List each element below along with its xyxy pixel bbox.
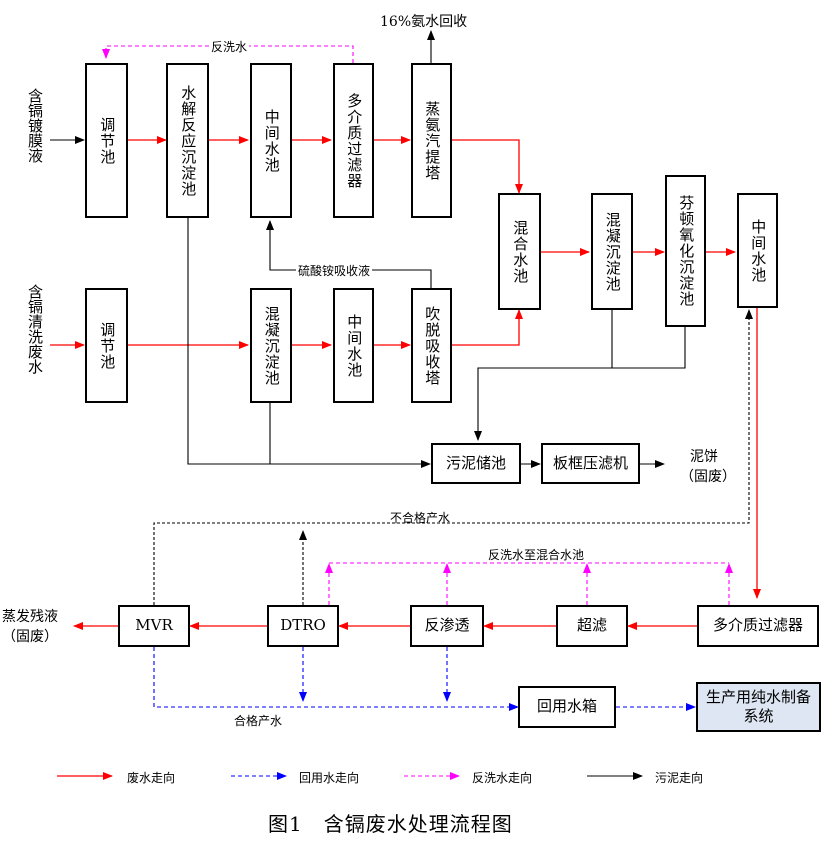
box-reuse-tank: 回用水箱	[518, 686, 616, 728]
legend-wastewater: 废水走向	[127, 771, 176, 785]
residue-label-line2: （固废）	[2, 629, 58, 645]
wastewater-lines	[50, 136, 761, 630]
box-dtro: DTRO	[267, 605, 339, 647]
line-zhengan-to-hunhe	[452, 139, 523, 194]
box-multimedia-filter-2: 多介质过滤器	[697, 605, 819, 647]
box-zhongjian-2: 中间水池	[333, 288, 374, 403]
box-tiaojie-1: 调节池	[85, 63, 128, 218]
legend-backwash: 反洗水走向	[472, 771, 533, 785]
line-sludge-hunning2	[474, 310, 613, 441]
reuse-lines	[153, 647, 696, 711]
box-fenton: 芬顿氧化沉淀池	[665, 175, 706, 327]
line-sludge-shuijie	[187, 218, 431, 468]
cake-label-line2: （固废）	[680, 469, 736, 485]
backwash-mix-label: 反洗水至混合水池	[488, 548, 585, 562]
box-zhongjian-1: 中间水池	[250, 63, 292, 218]
unqualified-label: 不合格产水	[390, 511, 451, 525]
box-hunning-1: 混凝沉淀池	[250, 288, 292, 403]
line-mvr-to-reuse-tank	[153, 647, 519, 711]
line-sludge-fenton	[612, 327, 686, 369]
box-multimedia-filter-1: 多介质过滤器	[333, 63, 374, 218]
line-chuitou-to-hunhe	[452, 309, 523, 346]
input-label-rinse: 含镉清洗废水	[26, 284, 44, 374]
box-shuijie: 水解反应沉淀池	[166, 63, 209, 218]
sulfate-label: 硫酸铵吸收液	[296, 262, 373, 279]
residue-label-line1: 蒸发残液	[2, 609, 58, 625]
backwash-top-label: 反洗水	[209, 38, 250, 55]
box-zhengan: 蒸氨汽提塔	[411, 63, 452, 218]
box-hunhe: 混合水池	[498, 193, 541, 310]
box-pure-water-system: 生产用纯水制备系统	[696, 682, 821, 732]
line-unqualified-return	[153, 309, 753, 605]
box-tiaojie-2: 调节池	[85, 288, 128, 403]
box-mvr: MVR	[118, 605, 190, 647]
box-sludge-pool: 污泥储池	[431, 443, 521, 484]
box-hunning-2: 混凝沉淀池	[591, 193, 633, 310]
qualified-label: 合格产水	[234, 714, 283, 728]
box-chuitou: 吹脱吸收塔	[411, 288, 452, 403]
box-ultrafiltration: 超滤	[556, 605, 628, 647]
legend-reuse: 回用水走向	[299, 771, 360, 785]
box-zhongjian-3: 中间水池	[737, 193, 778, 308]
box-reverse-osmosis: 反渗透	[410, 605, 484, 647]
ammonia-recovery-label: 16%氨水回收	[380, 14, 468, 30]
cake-label-line1: 泥饼	[690, 449, 718, 465]
input-label-plating: 含镉镀膜液	[26, 88, 44, 163]
figure-caption: 图1 含镉废水处理流程图	[268, 812, 513, 836]
legend-sludge: 污泥走向	[655, 771, 704, 785]
box-filter-press: 板框压滤机	[541, 443, 640, 484]
